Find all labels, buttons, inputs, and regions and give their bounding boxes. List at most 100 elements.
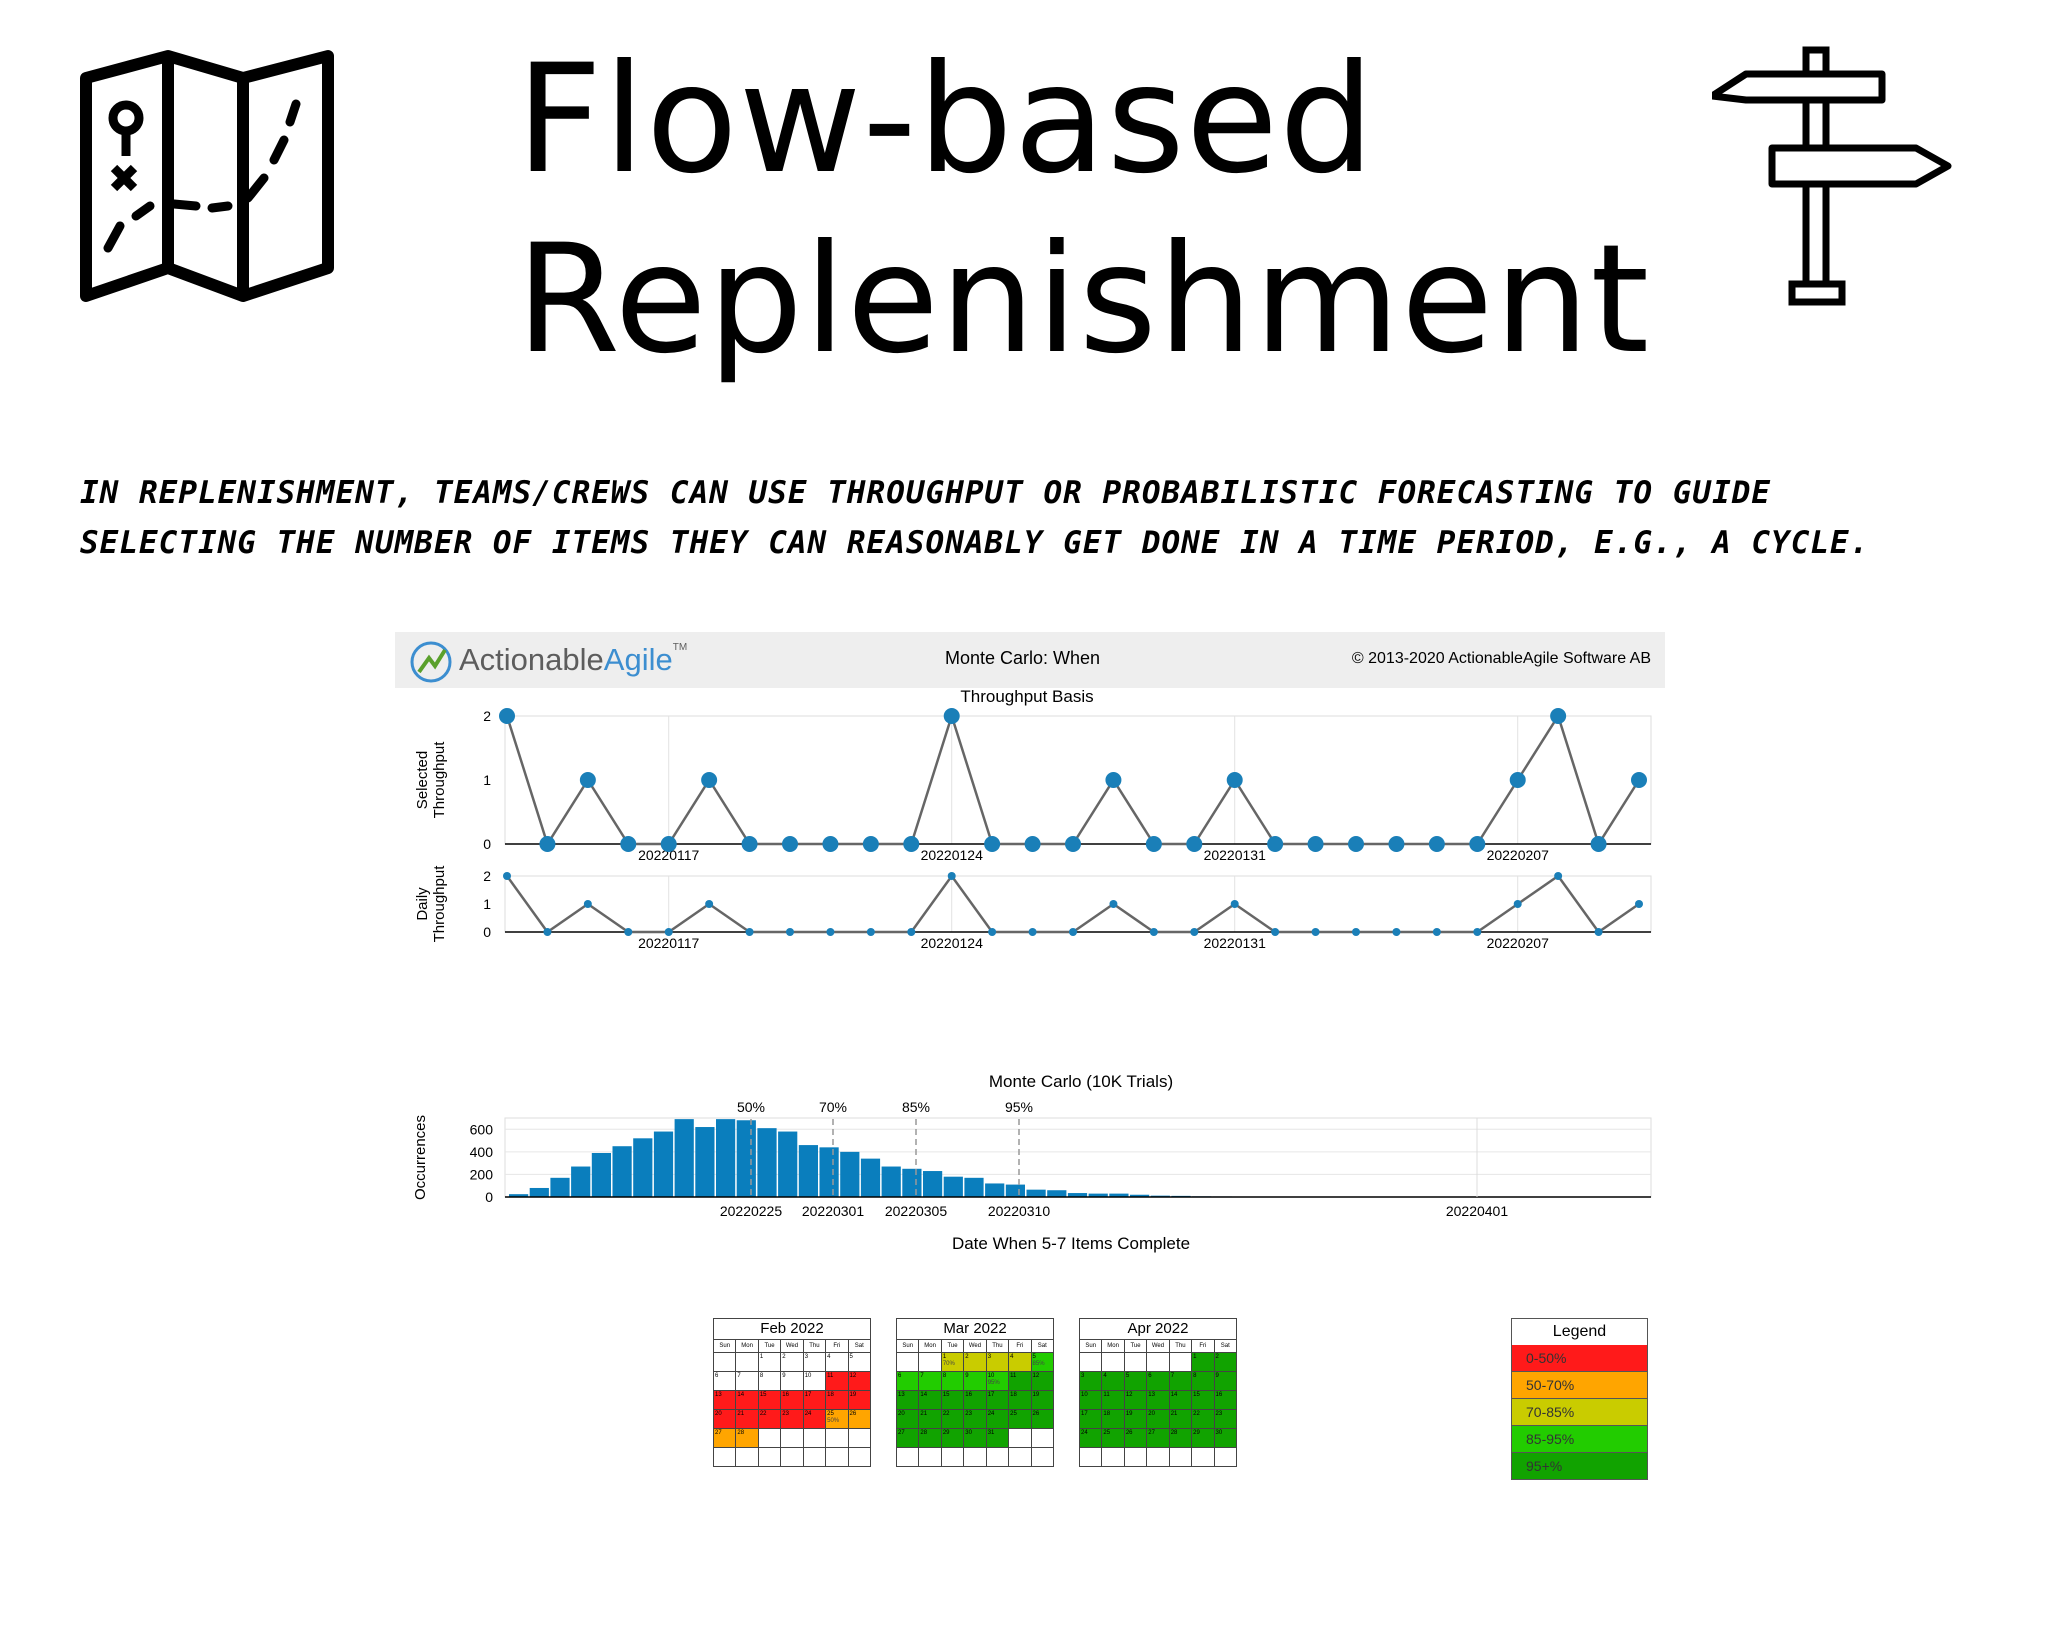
data-point (1594, 928, 1603, 936)
data-point (786, 928, 794, 936)
day-number: 17 (987, 1392, 995, 1398)
calendar-day: 18 (1008, 1390, 1032, 1410)
intro-text: IN REPLENISHMENT, TEAMS/CREWS CAN USE TH… (80, 475, 1870, 561)
x-tick-label: 20220131 (1204, 935, 1267, 951)
histogram-bar (860, 1158, 881, 1197)
monte-carlo-report: ActionableAgileTM Monte Carlo: When © 20… (395, 632, 1665, 1492)
day-number: 29 (1193, 1430, 1200, 1436)
histogram-bar (716, 1119, 736, 1197)
histogram-bar (881, 1166, 901, 1197)
y-tick-label: 400 (470, 1144, 494, 1160)
histogram-bar (757, 1128, 777, 1197)
day-number: 19 (849, 1392, 857, 1398)
data-point (866, 928, 875, 936)
percentile-label: 85% (902, 1099, 930, 1115)
day-number: 20 (1148, 1411, 1155, 1417)
legend-item: 70-85% (1511, 1399, 1648, 1426)
calendar-day: 19 (847, 1390, 872, 1410)
calendar-day (1168, 1447, 1193, 1467)
day-number: 11 (827, 1373, 834, 1379)
day-number: 17 (804, 1392, 812, 1398)
day-number: 24 (987, 1411, 995, 1417)
day-number: 18 (1010, 1392, 1017, 1398)
calendar-day (1101, 1352, 1125, 1372)
calendar-day: 3 (802, 1352, 827, 1372)
calendar-day (1191, 1447, 1215, 1467)
calendar-day (940, 1447, 965, 1467)
data-point (745, 928, 754, 936)
day-number: 23 (782, 1411, 789, 1417)
weekday-header: Sun (895, 1339, 920, 1353)
day-number: 16 (1215, 1392, 1223, 1398)
calendar-day: 28 (1168, 1428, 1193, 1448)
calendar-day: 20 (895, 1409, 920, 1429)
data-point (1105, 772, 1122, 788)
calendar-day: 6 (1146, 1371, 1170, 1391)
day-number: 13 (715, 1392, 722, 1398)
calendar-day: 7 (918, 1371, 942, 1391)
data-point (782, 836, 798, 852)
data-point (1554, 872, 1563, 880)
data-point (1145, 836, 1162, 852)
data-point (1635, 900, 1643, 908)
data-point (1550, 708, 1567, 724)
data-point (579, 772, 596, 788)
data-point (1509, 772, 1526, 788)
day-number: 28 (737, 1430, 745, 1436)
calendar-day: 18 (825, 1390, 849, 1410)
calendar-day: 25 (1101, 1428, 1125, 1448)
day-number: 23 (1215, 1411, 1223, 1417)
day-number: 10 (1081, 1392, 1088, 1398)
calendar-day: 26 (1123, 1428, 1148, 1448)
calendar-day: 2 (963, 1352, 987, 1372)
data-point (543, 928, 552, 936)
data-point (822, 836, 839, 852)
histogram-bar (571, 1166, 591, 1197)
x-tick-label: 20220131 (1204, 847, 1267, 863)
calendar-day: 6 (712, 1371, 737, 1391)
calendar-day (1078, 1447, 1103, 1467)
calendar-day (1030, 1428, 1055, 1448)
calendar-day: 12 (1123, 1390, 1148, 1410)
series-line (505, 873, 1640, 934)
y-tick-label: 1 (483, 772, 491, 788)
data-point (583, 900, 592, 908)
calendar-day: 30 (963, 1428, 987, 1448)
plot-frame (504, 875, 1652, 933)
calendar-day (802, 1447, 827, 1467)
calendar-day: 17 (985, 1390, 1010, 1410)
histogram-bar (653, 1131, 674, 1197)
day-number: 8 (1193, 1373, 1197, 1379)
day-number: 18 (827, 1392, 834, 1398)
calendar-day: 11 (1008, 1371, 1032, 1391)
calendar-day (895, 1447, 920, 1467)
calendar-day (1101, 1447, 1125, 1467)
day-number: 16 (782, 1392, 789, 1398)
data-point (624, 928, 633, 936)
calendar-day: 6 (895, 1371, 920, 1391)
day-number: 21 (920, 1411, 928, 1417)
data-point (943, 708, 960, 724)
calendar-day: 9 (963, 1371, 987, 1391)
data-point (907, 928, 916, 936)
day-number: 8 (942, 1373, 947, 1379)
day-number: 30 (965, 1430, 972, 1436)
histogram-bar (695, 1127, 715, 1197)
calendar-day: 7 (1168, 1371, 1193, 1391)
data-point (1109, 900, 1118, 908)
histogram-bar (778, 1131, 798, 1197)
calendar-day: 1 (757, 1352, 782, 1372)
data-point (1311, 928, 1320, 936)
day-number: 30 (1215, 1430, 1223, 1436)
day-number: 5 (1125, 1373, 1130, 1379)
logo-part1: Actionable (459, 642, 604, 677)
day-number: 26 (1125, 1430, 1133, 1436)
day-number: 22 (759, 1411, 767, 1417)
percentile-label: 95% (1005, 1099, 1033, 1115)
day-number: 4 (1010, 1354, 1014, 1360)
calendar-day: 2 (1213, 1352, 1238, 1372)
day-number: 20 (715, 1411, 722, 1417)
